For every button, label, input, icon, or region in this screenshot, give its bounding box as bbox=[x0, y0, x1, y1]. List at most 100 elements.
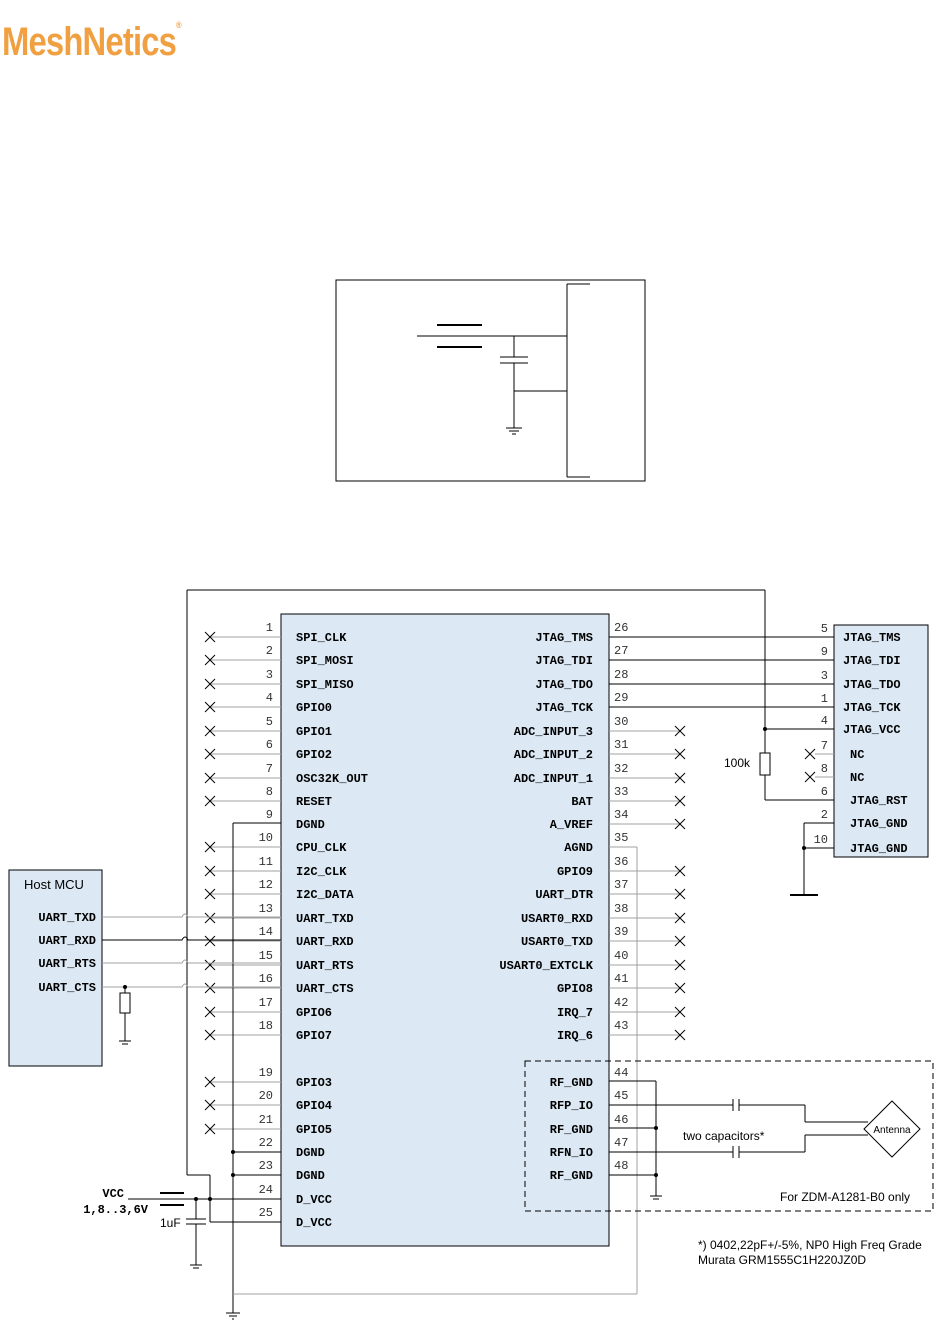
pin-name: IRQ_6 bbox=[557, 1029, 593, 1043]
pin-number: 42 bbox=[614, 996, 628, 1010]
no-connect-mark bbox=[674, 1029, 686, 1041]
rf-option-boundary bbox=[524, 1060, 934, 1212]
pin-number: 22 bbox=[259, 1136, 273, 1150]
pin-name: SPI_CLK bbox=[296, 631, 347, 645]
pin-number: 27 bbox=[614, 644, 628, 658]
pin-name: GPIO2 bbox=[296, 748, 332, 762]
host-mcu-body bbox=[8, 869, 103, 1067]
pin-name: GPIO8 bbox=[557, 982, 593, 996]
pin-name: UART_RTS bbox=[296, 959, 354, 973]
module-right-pins: 26JTAG_TMS27JTAG_TDI28JTAG_TDO29JTAG_TCK… bbox=[499, 621, 686, 1183]
no-connect-mark bbox=[204, 1123, 216, 1135]
pin-number: 25 bbox=[259, 1206, 273, 1220]
pin-name: GPIO0 bbox=[296, 701, 332, 715]
pin-number: 28 bbox=[614, 668, 628, 682]
module-pin: 24D_VCC bbox=[259, 1183, 332, 1207]
pin-number: 23 bbox=[259, 1159, 273, 1173]
no-connect-mark bbox=[674, 772, 686, 784]
no-connect-mark bbox=[674, 748, 686, 760]
jtag-pin: 8NC bbox=[821, 762, 865, 785]
pin-number: 3 bbox=[266, 668, 273, 682]
pin-number: 38 bbox=[614, 902, 628, 916]
pin-name: USART0_RXD bbox=[521, 912, 593, 926]
pin-number: 29 bbox=[614, 691, 628, 705]
pin-number: 6 bbox=[266, 738, 273, 752]
no-connect-mark bbox=[204, 935, 216, 947]
pin-name: BAT bbox=[571, 795, 593, 809]
pin-number: 32 bbox=[614, 762, 628, 776]
pin-number: 8 bbox=[821, 762, 828, 776]
pin-name: UART_CTS bbox=[296, 982, 354, 996]
pin-number: 31 bbox=[614, 738, 628, 752]
jtag-wiring bbox=[609, 636, 834, 896]
power-wiring bbox=[128, 1175, 281, 1269]
no-connect-mark bbox=[204, 912, 216, 924]
pin-name: GPIO3 bbox=[296, 1076, 332, 1090]
pin-number: 34 bbox=[614, 808, 628, 822]
no-connect-mark bbox=[674, 912, 686, 924]
pin-number: 9 bbox=[266, 808, 273, 822]
pin-name: JTAG_TDI bbox=[535, 654, 593, 668]
no-connect-mark bbox=[204, 1099, 216, 1111]
rf-capacitors-label: two capacitors* bbox=[683, 1129, 765, 1143]
module-body bbox=[280, 613, 610, 1247]
pin-number: 41 bbox=[614, 972, 628, 986]
pin-name: SPI_MISO bbox=[296, 678, 354, 692]
pin-name: GPIO5 bbox=[296, 1123, 332, 1137]
pin-number: 3 bbox=[821, 669, 828, 683]
pin-name: JTAG_TCK bbox=[535, 701, 593, 715]
pin-name: UART_DTR bbox=[535, 888, 593, 902]
no-connect-mark bbox=[204, 748, 216, 760]
capacitor-note-line2: Murata GRM1555C1H220JZ0D bbox=[698, 1253, 866, 1267]
host-pin-name: UART_CTS bbox=[38, 981, 96, 995]
no-connect-mark bbox=[674, 818, 686, 830]
pin-number: 17 bbox=[259, 996, 273, 1010]
pin-name: RF_GND bbox=[550, 1076, 593, 1090]
pin-number: 48 bbox=[614, 1159, 628, 1173]
pin-number: 2 bbox=[266, 644, 273, 658]
no-connect-mark bbox=[204, 772, 216, 784]
vcc-range-label: 1,8..3,6V bbox=[83, 1203, 149, 1217]
antenna-label: Antenna bbox=[873, 1125, 911, 1136]
meshnetics-logo: MeshNetics® bbox=[2, 20, 181, 64]
pin-name: RF_GND bbox=[550, 1169, 593, 1183]
host-pin-name: UART_RTS bbox=[38, 957, 96, 971]
pin-name: ADC_INPUT_2 bbox=[514, 748, 593, 762]
pin-name: JTAG_TMS bbox=[843, 631, 901, 645]
pin-name: UART_RXD bbox=[296, 935, 354, 949]
pin-number: 1 bbox=[266, 621, 273, 635]
rf-wiring bbox=[609, 1080, 921, 1200]
pin-number: 43 bbox=[614, 1019, 628, 1033]
pin-number: 21 bbox=[259, 1113, 273, 1127]
pin-name: RESET bbox=[296, 795, 332, 809]
pin-name: D_VCC bbox=[296, 1216, 332, 1230]
no-connect-mark bbox=[204, 795, 216, 807]
pin-number: 15 bbox=[259, 949, 273, 963]
pin-name: JTAG_TCK bbox=[843, 701, 901, 715]
pin-number: 24 bbox=[259, 1183, 273, 1197]
pin-name: USART0_EXTCLK bbox=[499, 959, 593, 973]
pin-number: 5 bbox=[821, 622, 828, 636]
pin-name: JTAG_TDO bbox=[843, 678, 901, 692]
capacitor-note-line1: *) 0402,22pF+/-5%, NP0 High Freq Grade bbox=[698, 1238, 922, 1252]
pin-name: DGND bbox=[296, 818, 325, 832]
